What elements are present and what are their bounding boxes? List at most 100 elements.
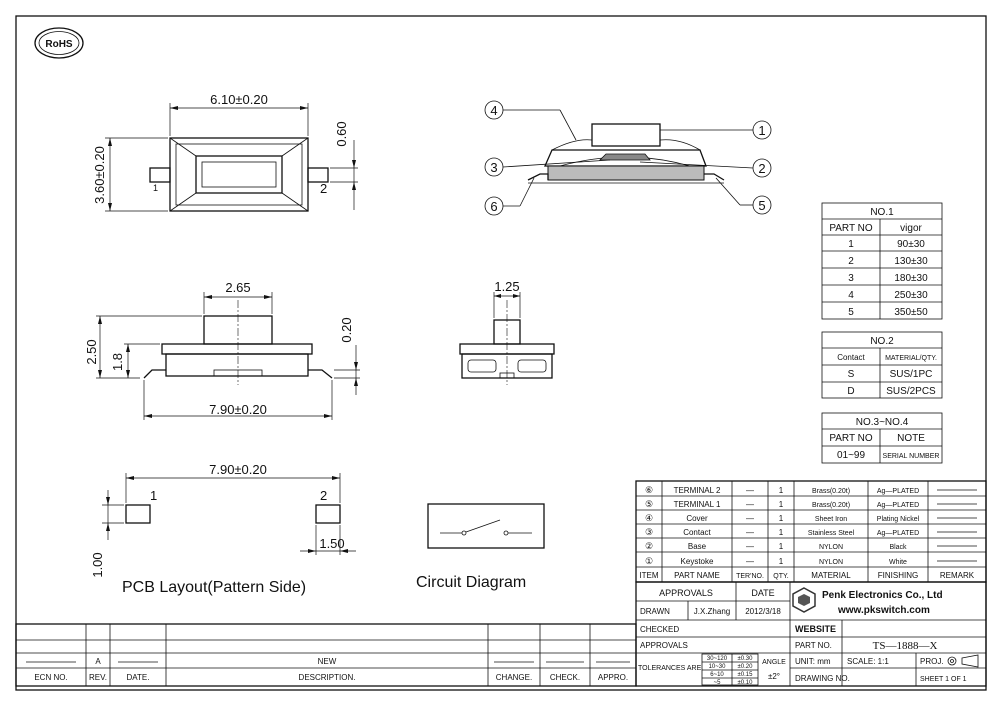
table2-title: NO.2 <box>870 336 894 347</box>
tb-drawing-no: DRAWING NO. <box>795 674 850 683</box>
bom-r4-mat: NYLON <box>819 544 843 551</box>
table2-r0c0: S <box>848 369 855 380</box>
section-view: 4 3 6 1 2 5 <box>484 100 772 216</box>
pin-2-label: 2 <box>320 181 327 196</box>
table1-r4c1: 350±50 <box>894 307 928 318</box>
tb-tol-val-0: ±0.30 <box>738 656 754 662</box>
dim-body-h: 1.8 <box>110 353 125 371</box>
rev-h-check: CHECK. <box>550 673 580 682</box>
bom-r1-qty: 1 <box>779 500 784 509</box>
rev-h-date: DATE. <box>127 673 150 682</box>
table2-r1c0: D <box>847 386 854 397</box>
tb-website-label: WEBSITE <box>795 624 836 634</box>
table1-r3c1: 250±30 <box>894 290 928 301</box>
table1-h0: PART NO <box>829 223 873 234</box>
tb-tol-range-2: 6~10 <box>710 672 724 678</box>
table1-r3c0: 4 <box>848 290 854 301</box>
dim-terminal-thk: 0.60 <box>334 121 349 146</box>
bom-r4-qty: 1 <box>779 542 784 551</box>
bom-r1-fin: Ag—PLATED <box>877 502 919 509</box>
tb-drawn-date: 2012/3/18 <box>745 607 781 616</box>
pcb-layout: 7.90±0.20 1 2 1.00 1.50 PCB Layout(Patte… <box>90 462 356 596</box>
bom-r0-mat: Brass(0.20t) <box>812 488 850 495</box>
tb-proj: PROJ. <box>920 657 944 666</box>
dim-actuator-w: 2.65 <box>225 280 250 295</box>
table1-r1c1: 130±30 <box>894 256 928 267</box>
rev-h-appro: APPRO. <box>598 673 628 682</box>
pin-1-label: 1 <box>153 183 158 193</box>
bom-r0-fin: Ag—PLATED <box>877 488 919 495</box>
pcb-pin-2: 2 <box>320 488 327 503</box>
bom-r1-name: TERMINAL 1 <box>674 500 721 509</box>
bom-h-mat: MATERIAL <box>811 571 851 580</box>
bom-r2-mat: Sheet Iron <box>815 516 847 523</box>
bom-r2-fin: Plating Nickel <box>877 516 920 523</box>
table1-r4c0: 5 <box>848 307 854 318</box>
dim-side-act-w: 1.25 <box>494 279 519 294</box>
pcb-layout-label: PCB Layout(Pattern Side) <box>122 579 306 596</box>
dim-pad-w: 1.50 <box>319 536 344 551</box>
dim-pad-h: 1.00 <box>90 552 105 577</box>
table1-h1: vigor <box>900 223 922 234</box>
bom-h-remark: REMARK <box>940 571 975 580</box>
bom-r2-name: Cover <box>686 514 708 523</box>
table1-r0c1: 90±30 <box>897 239 925 250</box>
callout-3: 3 <box>490 160 497 175</box>
table-no1: NO.1 PART NO vigor 1 90±30 2 130±30 3 18… <box>821 202 943 320</box>
table-no3: NO.3~NO.4 PART NO NOTE 01~99 SERIAL NUMB… <box>821 412 943 464</box>
table2-r1c1: SUS/2PCS <box>886 386 936 397</box>
rev-h-desc: DESCRIPTION. <box>299 673 356 682</box>
bom-r3-fin: Ag—PLATED <box>877 530 919 537</box>
front-view: 2.65 2.50 1.8 0.20 7.90±0.20 <box>84 280 360 420</box>
tb-angle: ANGLE <box>762 659 786 666</box>
tb-approvals2: APPROVALS <box>640 641 688 650</box>
bom-r5-ter: — <box>746 557 754 566</box>
tb-tol-val-3: ±0.10 <box>738 680 754 686</box>
bom-r5-mat: NYLON <box>819 559 843 566</box>
tb-website-url: www.pkswitch.com <box>837 605 930 616</box>
company-logo-icon <box>792 587 816 613</box>
rev-h-ecn: ECN NO. <box>34 673 67 682</box>
tb-unit: UNIT: mm <box>795 657 831 666</box>
tb-part-no-label: PART NO. <box>795 641 832 650</box>
table3-h1: NOTE <box>897 433 925 444</box>
table3-title: NO.3~NO.4 <box>856 417 909 428</box>
bom-r2-ter: — <box>746 514 754 523</box>
bom-h-qty: QTY. <box>773 573 788 580</box>
title-block: APPROVALS DATE DRAWN J.X.Zhang 2012/3/18… <box>635 581 987 687</box>
bom-h-item: ITEM <box>639 571 658 580</box>
circuit-label: Circuit Diagram <box>416 574 526 591</box>
bom-r5-item: ① <box>645 556 653 566</box>
callout-6: 6 <box>490 199 497 214</box>
tb-tol-range-1: 10~30 <box>709 664 727 670</box>
bom-r5-fin: White <box>889 559 907 566</box>
projection-symbol-icon <box>947 654 979 668</box>
table3-r0c1: SERIAL NUMBER <box>883 453 940 460</box>
tb-sheet: SHEET 1 OF 1 <box>920 676 967 683</box>
tb-drawn: DRAWN <box>640 607 670 616</box>
table2-h0: Contact <box>837 353 865 362</box>
revision-table: A NEW ECN NO. REV. DATE. DESCRIPTION. CH… <box>15 623 637 687</box>
tb-company: Penk Electronics Co., Ltd <box>822 590 943 601</box>
bom-r0-ter: — <box>746 486 754 495</box>
pcb-pin-1: 1 <box>150 488 157 503</box>
dim-top-width: 6.10±0.20 <box>210 92 268 107</box>
bom-r3-mat: Stainless Steel <box>808 530 855 537</box>
dim-total-h: 2.50 <box>84 339 99 364</box>
table1-r2c1: 180±30 <box>894 273 928 284</box>
tb-tol-range-3: ~5 <box>714 680 722 686</box>
side-view: 1.25 <box>459 279 555 385</box>
bom-r4-fin: Black <box>889 544 907 551</box>
tb-tolerances: TOLERANCES ARE <box>638 665 702 672</box>
bom-r3-qty: 1 <box>779 528 784 537</box>
bom-h-ter: TER'NO. <box>736 573 764 580</box>
dim-front-len: 7.90±0.20 <box>209 402 267 417</box>
rev-h-change: CHANGE. <box>496 673 532 682</box>
bom-h-name: PART NAME <box>674 571 720 580</box>
rev-a: A <box>95 657 101 666</box>
bom-r0-name: TERMINAL 2 <box>674 486 721 495</box>
dim-term-thk: 0.20 <box>339 317 354 342</box>
bom-r1-item: ⑤ <box>645 499 653 509</box>
rev-new: NEW <box>318 657 337 666</box>
